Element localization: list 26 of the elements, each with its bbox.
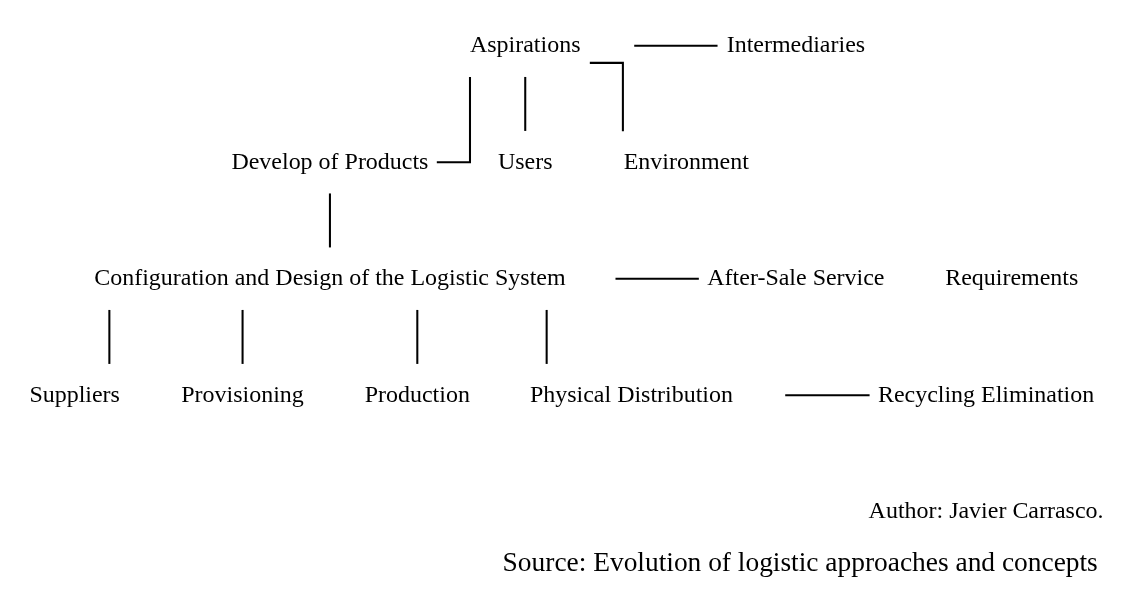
node-text: Provisioning — [181, 380, 304, 407]
node-text: Production — [364, 380, 470, 407]
connector — [589, 61, 624, 132]
connector — [241, 309, 244, 364]
node-text: Environment — [623, 147, 749, 174]
node-text: Aspirations — [469, 31, 581, 58]
node-text: Develop of Products — [231, 147, 429, 174]
connector — [634, 44, 718, 47]
connector — [108, 309, 111, 364]
node-text: Recycling Elimination — [877, 380, 1095, 407]
connector — [416, 309, 419, 364]
connector — [785, 394, 870, 397]
connector — [328, 193, 331, 248]
node-text: Configuration and Design of the Logistic System — [94, 264, 566, 291]
connector — [436, 76, 471, 164]
label: Requirements — [945, 264, 1079, 291]
connector — [524, 76, 527, 131]
node-text: Intermediaries — [726, 31, 866, 58]
node-text: Users — [497, 147, 553, 174]
node-text: Physical Distribution — [529, 380, 733, 407]
node-text: Suppliers — [29, 380, 120, 407]
caption: Source: Evolution of logistic approaches and concepts — [502, 547, 1098, 578]
connector — [615, 277, 699, 280]
node-text: After-Sale Service — [707, 264, 885, 291]
label: Author: Javier Carrasco. — [868, 497, 1104, 524]
connector — [545, 309, 548, 364]
